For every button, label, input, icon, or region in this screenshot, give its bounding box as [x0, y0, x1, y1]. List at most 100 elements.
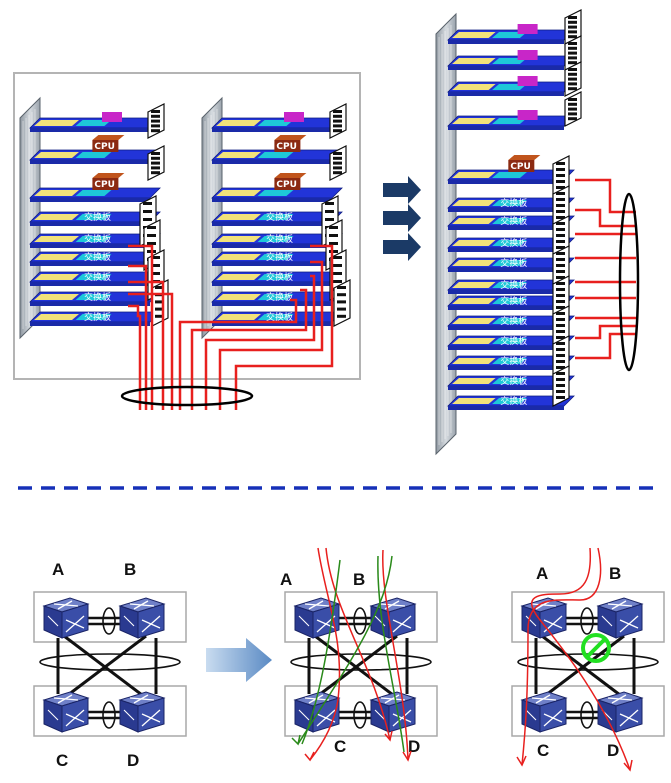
line-card [29, 112, 161, 132]
port-panel [552, 215, 570, 257]
line-card [447, 50, 575, 70]
cpu-board: CPU [211, 173, 343, 202]
switch-board-label: 交换板 [266, 211, 293, 223]
cpu-label: CPU [94, 180, 115, 190]
port-panel [552, 335, 570, 377]
switch-board-label: 交换板 [500, 215, 527, 227]
switch-board-label: 交换板 [84, 291, 111, 303]
line-card [447, 76, 575, 96]
switch-icon [118, 597, 166, 639]
arrow-icon [383, 233, 421, 261]
upper-cluster-box [33, 591, 187, 643]
switch-icon [596, 691, 644, 733]
switch-board-label: 交换板 [500, 197, 527, 209]
switch-board: 交换板 [29, 233, 161, 248]
switch-board-label: 交换板 [84, 311, 111, 323]
switch-board-label: 交换板 [84, 271, 111, 283]
cpu-label: CPU [276, 142, 297, 152]
upper-cluster-box [511, 591, 665, 643]
cpu-board: CPU [29, 135, 161, 164]
switch-board: 交换板 [447, 335, 575, 350]
switch-board-label: 交换板 [500, 375, 527, 387]
switch-board-label: 交换板 [500, 335, 527, 347]
switch-icon [118, 691, 166, 733]
line-card [447, 110, 575, 130]
no-entry-icon [581, 633, 611, 663]
cpu-board: CPU [211, 135, 343, 164]
switch-board: 交换板 [211, 291, 343, 306]
cluster-frame [13, 72, 361, 380]
switch-board-label: 交换板 [500, 257, 527, 269]
port-panel [333, 279, 351, 327]
switch-board: 交换板 [29, 291, 161, 306]
switch-board: 交换板 [447, 355, 575, 370]
node-label-a: A [536, 564, 548, 583]
switch-board: 交换板 [211, 251, 343, 266]
switch-board-label: 交换板 [500, 395, 527, 407]
switch-board: 交换板 [447, 237, 575, 252]
switch-board-label: 交换板 [266, 271, 293, 283]
switch-board: 交换板 [447, 315, 575, 330]
switch-icon [42, 691, 90, 733]
switch-board: 交换板 [29, 271, 161, 286]
switch-board-label: 交换板 [84, 251, 111, 263]
switch-board-label: 交换板 [84, 233, 111, 245]
cluster-cables [128, 244, 334, 410]
line-card [447, 24, 575, 44]
switch-board: 交换板 [211, 271, 343, 286]
cpu-label: CPU [276, 180, 297, 190]
stack-link-ring [102, 607, 116, 635]
cpu-board: CPU [29, 173, 161, 202]
switch-board-label: 交换板 [84, 211, 111, 223]
transition-arrows [383, 176, 421, 261]
switch-icon [596, 597, 644, 639]
switch-board: 交换板 [211, 311, 343, 326]
port-panel [552, 185, 570, 227]
stack-link-ring [580, 701, 594, 729]
switch-board-label: 交换板 [500, 279, 527, 291]
node-label-a: A [52, 560, 64, 579]
switch-board: 交换板 [447, 375, 575, 390]
switch-icon [369, 691, 417, 733]
stack-link-ring [353, 701, 367, 729]
arrow-icon [383, 204, 421, 232]
port-panel [564, 91, 582, 127]
merged-link-ring [618, 192, 640, 372]
cpu-board: CPU [447, 155, 575, 184]
switch-board-label: 交换板 [500, 295, 527, 307]
link-bundle-ring [120, 385, 254, 407]
node-label-a: A [280, 570, 292, 589]
switch-icon [520, 691, 568, 733]
port-panel [552, 365, 570, 407]
node-label-b: B [609, 564, 621, 583]
switch-board: 交换板 [447, 257, 575, 272]
merged-cables [575, 178, 636, 360]
blocked-flows [516, 547, 633, 772]
cpu-label: CPU [94, 142, 115, 152]
switch-board: 交换板 [29, 211, 161, 226]
switch-board: 交换板 [29, 311, 161, 326]
switch-board: 交换板 [447, 215, 575, 230]
switch-board: 交换板 [211, 211, 343, 226]
arrow-icon [383, 176, 421, 204]
port-panel [564, 61, 582, 97]
switch-board: 交换板 [29, 251, 161, 266]
switch-board: 交换板 [447, 279, 575, 294]
port-panel [329, 103, 347, 139]
cpu-label: CPU [510, 162, 531, 172]
node-label-b: B [124, 560, 136, 579]
stack-link-ring [102, 701, 116, 729]
switch-board: 交换板 [447, 197, 575, 212]
port-panel [151, 279, 169, 327]
port-panel [552, 275, 570, 317]
switch-icon [520, 597, 568, 639]
port-panel [147, 103, 165, 139]
switch-board: 交换板 [447, 295, 575, 310]
line-card [211, 112, 343, 132]
